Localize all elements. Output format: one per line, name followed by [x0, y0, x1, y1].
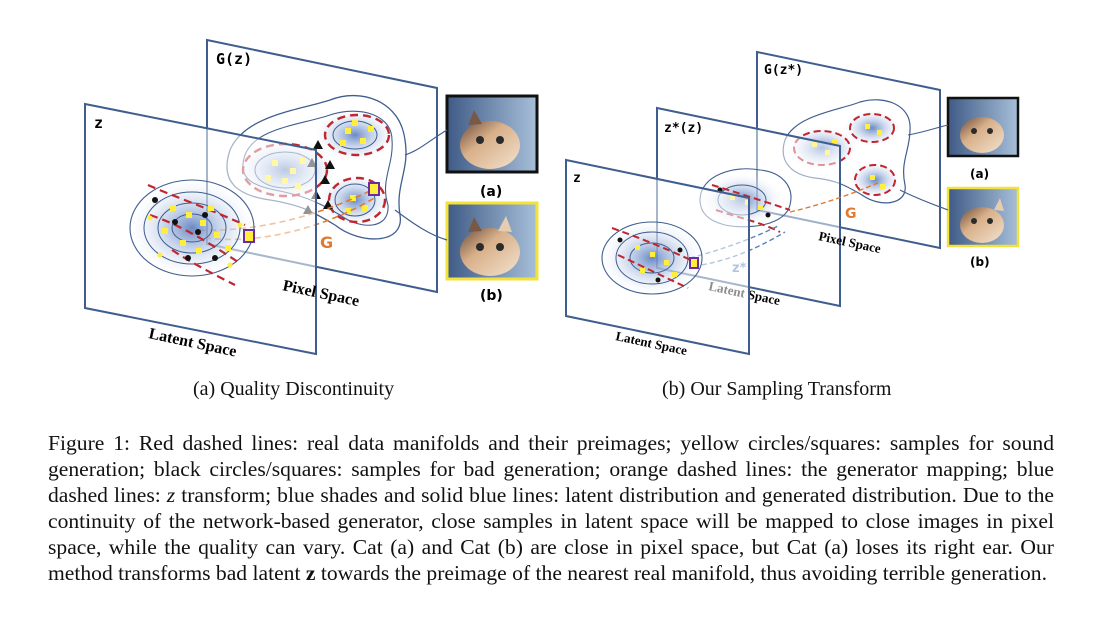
mapping-label-b: G — [845, 206, 857, 222]
latent-sample-marker-b — [689, 257, 699, 269]
plane-label-z-b: z — [573, 171, 581, 186]
caption-suffix: towards the preimage of the nearest real… — [315, 561, 1047, 585]
manifold-preimages — [147, 183, 246, 286]
caption-prefix: Figure 1: Red dashed lines: real data ma… — [48, 431, 1054, 507]
figure-caption: Figure 1: Red dashed lines: real data ma… — [48, 430, 1054, 586]
mapping-label: G — [320, 233, 333, 252]
panel-b: G(z*) z*(z) — [565, 50, 1020, 358]
caption-z-italic: z — [166, 483, 176, 507]
cat-label-a: (a) — [480, 184, 502, 200]
cat-label-a-b: (a) — [970, 167, 989, 181]
cat-label-b-b: (b) — [970, 255, 990, 269]
plane-label-gz: G(z) — [216, 50, 252, 68]
caption-z-bold: z — [305, 561, 316, 585]
cat-image-a-b — [946, 96, 1020, 158]
samples-latent-b — [617, 237, 683, 283]
subcaption-a: (a) Quality Discontinuity — [193, 378, 395, 400]
cat-connectors — [394, 129, 448, 241]
cat-label-b: (b) — [480, 288, 503, 304]
latent-sample-marker — [243, 229, 255, 243]
panel-a: G(z) — [84, 38, 539, 360]
manifold-preimages-b — [611, 227, 696, 289]
cat-image-a — [445, 94, 539, 174]
generator-mapping-b — [789, 181, 881, 213]
good-samples-latent — [147, 205, 243, 268]
caption-middle: transform; blue shades and solid blue li… — [48, 483, 1054, 585]
figure-diagram: G(z) — [84, 38, 1020, 360]
plane-label-gzstar: G(z*) — [764, 63, 803, 78]
cat-connectors-b — [899, 124, 949, 211]
subcaption-b: (b) Our Sampling Transform — [662, 378, 892, 400]
latent-distribution — [129, 179, 255, 277]
cat-image-b — [445, 201, 539, 281]
plane-label-z: z — [94, 114, 103, 132]
cat-image-b-b — [946, 186, 1020, 248]
bad-samples-latent — [152, 197, 218, 261]
plane-label-zstar: z*(z) — [664, 121, 703, 136]
mapped-sample-marker — [368, 182, 380, 196]
